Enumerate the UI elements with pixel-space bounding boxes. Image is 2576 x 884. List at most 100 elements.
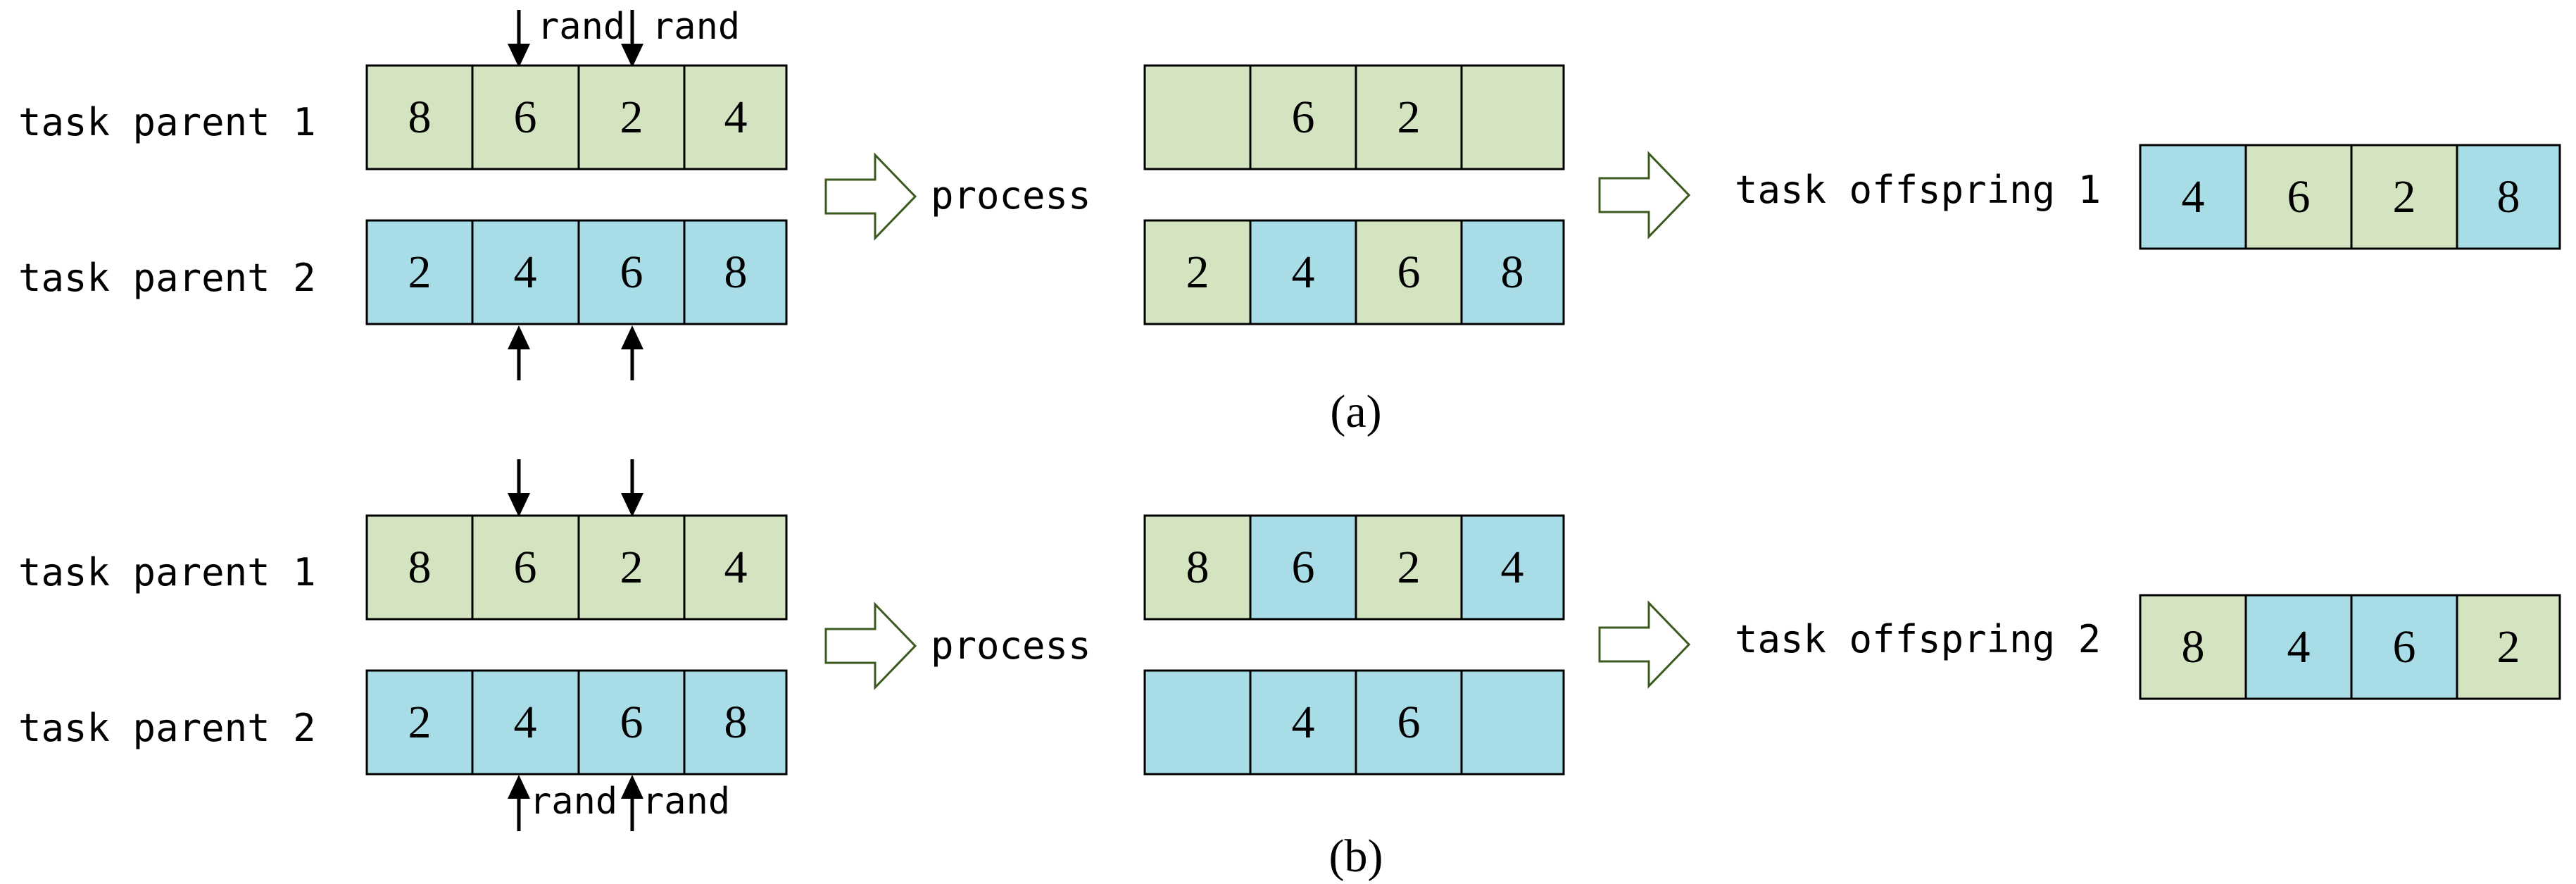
panel-b: task parent 1 task parent 2 8 6 2 4 2 4 … — [18, 459, 2561, 882]
task-parent-2-chromosome: 2 4 6 8 — [365, 219, 788, 325]
down-arrow-icon — [621, 44, 643, 68]
cut-arrow-bottom-2 — [621, 325, 643, 380]
gene-cell — [471, 64, 580, 170]
gene-value: 2 — [1397, 542, 1421, 593]
gene-cell — [577, 514, 686, 621]
gene-cell — [365, 514, 474, 621]
gene-cell — [1460, 669, 1565, 776]
gene-value: 4 — [514, 247, 537, 298]
rand-arrow-bottom-1 — [508, 775, 530, 831]
intermediate-bottom-chromosome: 2 4 6 8 — [1143, 219, 1565, 325]
task-parent-2-label: task parent 2 — [18, 706, 316, 750]
gene-cell — [683, 669, 788, 776]
task-parent-1-label: task parent 1 — [18, 550, 316, 594]
gene-value: 4 — [1501, 542, 1524, 593]
down-arrow-icon — [508, 493, 530, 517]
gene-value: 4 — [1292, 247, 1315, 298]
gene-value: 4 — [514, 697, 537, 748]
gene-value: 8 — [2182, 621, 2205, 673]
gene-cell — [1143, 514, 1252, 621]
task-parent-1-label: task parent 1 — [18, 100, 316, 144]
up-arrow-icon — [621, 325, 643, 349]
gene-value: 8 — [2497, 171, 2520, 223]
gene-cell — [1143, 219, 1252, 325]
gene-value: 6 — [2393, 621, 2416, 673]
gene-cell — [471, 514, 580, 621]
gene-cell — [365, 219, 474, 325]
rand-label: rand — [529, 780, 617, 823]
gene-value: 6 — [620, 697, 643, 748]
task-offspring-1-label: task offspring 1 — [1735, 168, 2101, 212]
task-offspring-2-label: task offspring 2 — [1735, 617, 2101, 661]
process-block-arrow-icon — [824, 152, 917, 241]
rand-label: rand — [537, 6, 625, 48]
gene-value: 4 — [2287, 621, 2311, 673]
cut-arrow-top-1 — [508, 459, 530, 517]
intermediate-top-chromosome: 6 2 — [1143, 64, 1565, 170]
process-label: process — [931, 623, 1091, 668]
gene-cell — [471, 669, 580, 776]
gene-cell — [2139, 594, 2247, 700]
rand-arrow-bottom-2 — [621, 775, 643, 831]
gene-value: 6 — [1397, 247, 1421, 298]
rand-label: rand — [652, 6, 740, 48]
rand-arrow-top-1 — [508, 10, 530, 68]
cut-arrow-bottom-1 — [508, 325, 530, 380]
gene-cell — [577, 64, 686, 170]
gene-value: 6 — [1292, 92, 1315, 143]
result-block-arrow-icon — [1598, 600, 1691, 689]
gene-cell — [1249, 514, 1357, 621]
gene-cell — [2139, 144, 2247, 250]
gene-cell — [683, 64, 788, 170]
down-arrow-icon — [621, 493, 643, 517]
gene-value: 2 — [1186, 247, 1210, 298]
gene-value: 6 — [514, 542, 537, 593]
result-block-arrow-icon — [1598, 151, 1691, 239]
task-parent-2-chromosome: 2 4 6 8 — [365, 669, 788, 776]
gene-cell — [577, 669, 686, 776]
gene-value: 4 — [2182, 171, 2205, 223]
gene-cell — [365, 64, 474, 170]
gene-cell — [2456, 144, 2561, 250]
up-arrow-icon — [508, 775, 530, 799]
intermediate-top-chromosome: 8 6 2 4 — [1143, 514, 1565, 621]
gene-value: 6 — [1292, 542, 1315, 593]
gene-value: 4 — [724, 92, 748, 143]
process-block-arrow-icon — [824, 602, 917, 690]
gene-cell — [2456, 594, 2561, 700]
gene-value: 2 — [2393, 171, 2416, 223]
up-arrow-icon — [621, 775, 643, 799]
gene-value: 6 — [2287, 171, 2311, 223]
gene-cell — [365, 669, 474, 776]
task-parent-1-chromosome: 8 6 2 4 — [365, 64, 788, 170]
panel-a-caption: (a) — [1330, 386, 1381, 437]
task-offspring-1-chromosome: 4 6 2 8 — [2139, 144, 2561, 250]
panel-a: rand rand task parent 1 task parent 2 8 … — [18, 6, 2561, 437]
gene-cell — [683, 219, 788, 325]
gene-cell — [1249, 64, 1357, 170]
gene-value: 2 — [408, 697, 432, 748]
gene-value: 8 — [408, 92, 432, 143]
gene-cell — [1355, 669, 1463, 776]
gene-value: 4 — [724, 542, 748, 593]
gene-cell — [1355, 219, 1463, 325]
gene-value: 8 — [724, 247, 748, 298]
gene-value: 2 — [1397, 92, 1421, 143]
gene-value: 2 — [408, 247, 432, 298]
task-parent-1-chromosome: 8 6 2 4 — [365, 514, 788, 621]
gene-value: 8 — [408, 542, 432, 593]
gene-value: 8 — [724, 697, 748, 748]
gene-value: 6 — [620, 247, 643, 298]
gene-value: 4 — [1292, 697, 1315, 748]
gene-value: 6 — [1397, 697, 1421, 748]
gene-value: 8 — [1501, 247, 1524, 298]
gene-value: 2 — [620, 92, 643, 143]
gene-cell — [2244, 144, 2353, 250]
gene-cell — [2350, 144, 2458, 250]
gene-cell — [1143, 64, 1252, 170]
gene-cell — [1143, 669, 1252, 776]
process-label: process — [931, 173, 1091, 218]
gene-cell — [471, 219, 580, 325]
gene-cell — [1460, 64, 1565, 170]
